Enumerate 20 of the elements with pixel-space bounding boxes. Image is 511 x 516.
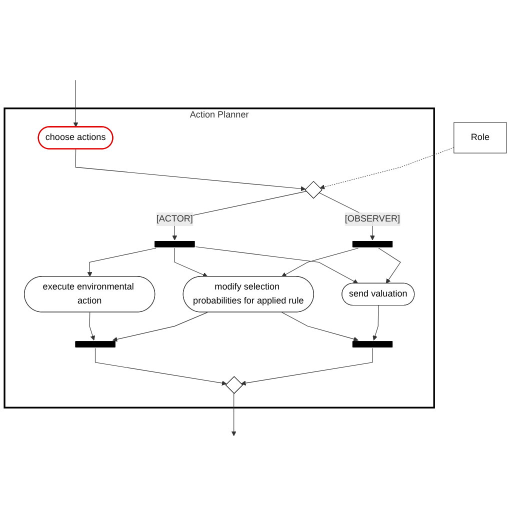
arrow xyxy=(87,248,156,277)
arrow xyxy=(378,248,401,284)
arrow xyxy=(281,312,358,342)
edge-label: [ACTOR] xyxy=(156,214,193,224)
arrow xyxy=(281,248,359,277)
edge-label: [OBSERVER] xyxy=(344,214,400,224)
arrow xyxy=(94,348,227,386)
arrow xyxy=(231,393,236,436)
arrow xyxy=(195,246,358,284)
arrow xyxy=(320,147,454,190)
node-diamond xyxy=(304,180,322,199)
arrow xyxy=(112,312,208,342)
arrow xyxy=(240,348,373,386)
arrow xyxy=(75,148,306,192)
node-diamond xyxy=(225,376,244,394)
arrow xyxy=(372,305,379,341)
arrow xyxy=(174,248,208,278)
arrow xyxy=(73,80,78,128)
node-box: Role xyxy=(454,122,507,154)
arrow xyxy=(89,312,96,341)
